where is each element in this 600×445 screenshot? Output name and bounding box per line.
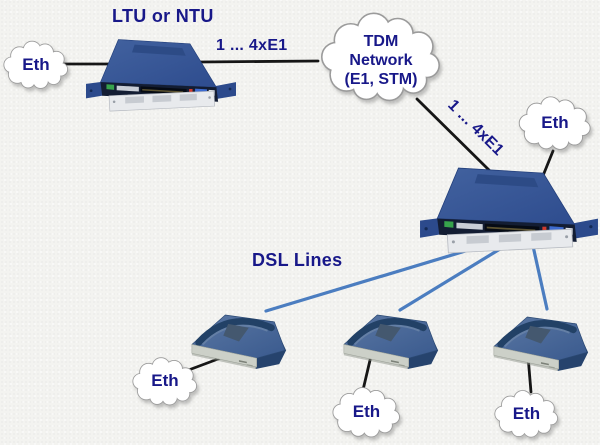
eth-cloud-left: Eth [2, 37, 70, 96]
tdm-line-2: Network [349, 51, 413, 69]
dsl-line [264, 241, 549, 313]
tdm-line-3: (E1, STM) [344, 70, 418, 88]
central-rack-unit [420, 167, 598, 254]
tdm-network-cloud: TDM Network (E1, STM) [310, 12, 452, 108]
tdm-line-1: TDM [363, 32, 399, 50]
eth-cloud-label: Eth [512, 403, 541, 423]
ltu-ntu-label: LTU or NTU [112, 6, 214, 26]
eth-cloud-label: Eth [22, 54, 50, 74]
ltu-ntu-rack-unit [86, 39, 236, 112]
e1-link-label-top: 1 ... 4xE1 [216, 37, 288, 54]
eth-cloud-label: Eth [151, 371, 179, 391]
eth-cloud-label: Eth [541, 113, 569, 133]
eth-cloud-modem-1: Eth [131, 354, 199, 412]
eth-cloud-top-right: Eth [517, 96, 593, 154]
desktop-modem-2 [336, 306, 444, 377]
eth-cloud-modem-3: Eth [493, 387, 560, 444]
desktop-modem-1 [184, 306, 292, 377]
dsl-lines-label: DSL Lines [252, 250, 343, 270]
tdm-cloud-label: TDM Network (E1, STM) [345, 32, 418, 89]
eth-cloud-label: Eth [352, 402, 381, 422]
eth-cloud-modem-2: Eth [331, 384, 402, 444]
desktop-modem-3 [486, 308, 594, 379]
